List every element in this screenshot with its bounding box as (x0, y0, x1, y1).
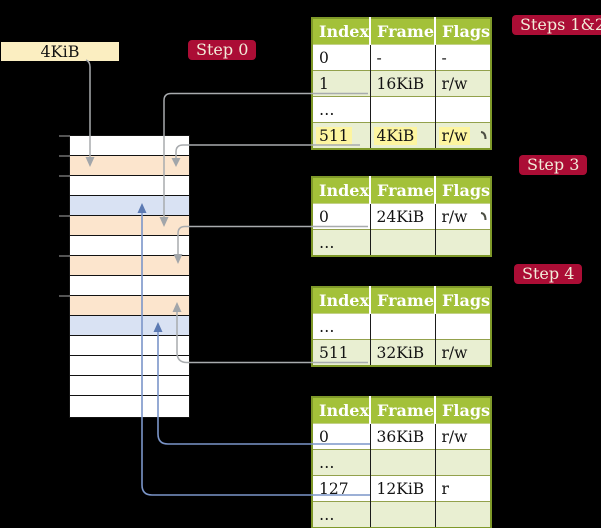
table-cell: 1 (312, 70, 371, 97)
table-cell: 511 (312, 122, 371, 149)
memory-row (70, 296, 189, 316)
memory-row (70, 356, 189, 376)
col-header-index: Index (312, 397, 372, 424)
badge-step-3: Step 3 (519, 155, 588, 175)
table-cell: 127 (312, 475, 371, 502)
header-row: Index Frame Flags (312, 18, 492, 45)
table-cell: 32KiB (370, 339, 436, 366)
badge-step-4: Step 4 (514, 264, 583, 284)
header-row: Index Frame Flags (312, 287, 492, 314)
table-cell: - (435, 44, 492, 71)
table-cell: … (312, 449, 371, 476)
col-header-flags: Flags (435, 177, 492, 204)
physical-memory-stack (69, 135, 190, 418)
table-cell: r/w (435, 339, 492, 366)
table-row: 0 - - (312, 44, 492, 71)
table-row: 511 32KiB r/w (312, 339, 492, 366)
table-cell: r/w (435, 70, 492, 97)
table-cell (435, 313, 492, 340)
table-cell: 12KiB (370, 475, 436, 502)
table-cell (370, 313, 436, 340)
table-cell (370, 501, 436, 528)
memory-row (70, 376, 189, 396)
page-table-bottom: Index Frame Flags 0 36KiB r/w … 127 12Ki… (311, 396, 493, 528)
memory-row (70, 256, 189, 276)
col-header-frame: Frame (370, 177, 437, 204)
table-row: 0 24KiB r/w (312, 203, 492, 230)
memory-row (70, 276, 189, 296)
col-header-frame: Frame (370, 397, 437, 424)
page-table-step-4: Index Frame Flags … 511 32KiB r/w (311, 286, 493, 367)
highlight: 511 (316, 126, 352, 145)
col-header-frame: Frame (370, 287, 437, 314)
table-row-highlighted: 511 4KiB r/w (312, 122, 492, 149)
page-table-steps-1-2: Index Frame Flags 0 - - 1 16KiB r/w … 51… (311, 17, 493, 150)
table-cell: 0 (312, 203, 371, 230)
table-cell: … (312, 501, 371, 528)
table-cell (435, 449, 492, 476)
badge-step-0: Step 0 (188, 40, 257, 60)
table-cell (370, 96, 436, 123)
memory-row (70, 196, 189, 216)
table-cell: 4KiB (370, 122, 436, 149)
table-row: … (312, 501, 492, 528)
table-row: 0 36KiB r/w (312, 423, 492, 450)
table-cell: 16KiB (370, 70, 436, 97)
table-cell: 36KiB (370, 423, 436, 450)
memory-row (70, 336, 189, 356)
table-cell (435, 96, 492, 123)
table-cell (370, 449, 436, 476)
col-header-flags: Flags (435, 287, 492, 314)
memory-row (70, 396, 189, 416)
memory-row (70, 156, 189, 176)
table-cell (370, 229, 436, 256)
col-header-index: Index (312, 177, 372, 204)
table-row: … (312, 96, 492, 123)
col-header-flags: Flags (435, 18, 492, 45)
table-row: … (312, 313, 492, 340)
frame-size-label: 4KiB (1, 42, 119, 61)
table-cell: r (435, 475, 492, 502)
memory-row (70, 216, 189, 236)
header-row: Index Frame Flags (312, 397, 492, 424)
header-row: Index Frame Flags (312, 177, 492, 204)
memory-row (70, 236, 189, 256)
table-cell: r/w (435, 423, 492, 450)
table-cell: 24KiB (370, 203, 436, 230)
table-cell: r/w (435, 122, 492, 149)
col-header-flags: Flags (435, 397, 492, 424)
table-row: 127 12KiB r (312, 475, 492, 502)
table-cell: r/w (435, 203, 492, 230)
memory-row (70, 136, 189, 156)
col-header-index: Index (312, 287, 372, 314)
table-row: … (312, 449, 492, 476)
table-cell (435, 229, 492, 256)
page-table-step-3: Index Frame Flags 0 24KiB r/w … (311, 176, 493, 257)
col-header-index: Index (312, 18, 372, 45)
table-cell: … (312, 229, 371, 256)
table-cell: 0 (312, 423, 371, 450)
table-cell (435, 501, 492, 528)
table-cell: 511 (312, 339, 371, 366)
table-row: 1 16KiB r/w (312, 70, 492, 97)
memory-row (70, 176, 189, 196)
table-cell: … (312, 96, 371, 123)
highlight: 4KiB (373, 126, 418, 145)
badge-steps-1-2: Steps 1&2 (512, 15, 601, 35)
table-row: … (312, 229, 492, 256)
table-cell: - (370, 44, 436, 71)
col-header-frame: Frame (370, 18, 437, 45)
table-cell: … (312, 313, 371, 340)
highlight: r/w (438, 126, 471, 145)
memory-row (70, 316, 189, 336)
table-cell: 0 (312, 44, 371, 71)
